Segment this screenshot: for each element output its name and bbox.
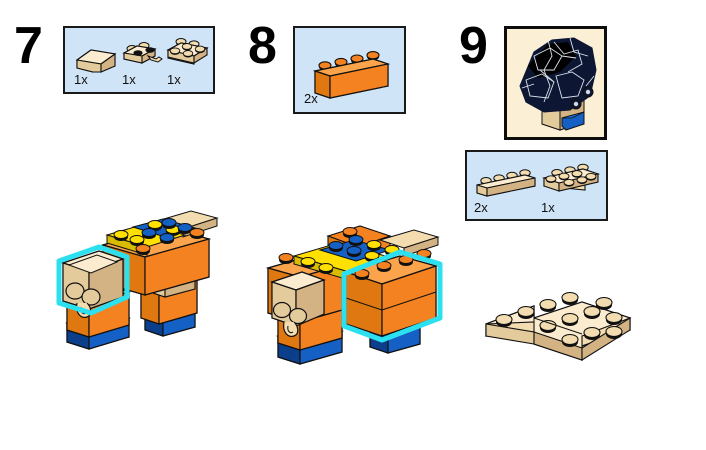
model-middle: [250, 190, 455, 390]
model-middle-tan-strip: [378, 229, 440, 257]
model-left-top-plates: [105, 210, 219, 256]
parts-callout-step-7: 1x 1x 1x: [63, 26, 215, 94]
model-middle-body-lower: [275, 297, 345, 351]
model-middle-torso: [265, 255, 345, 323]
model-middle-top-plates: [292, 239, 402, 283]
model-left-head: [61, 250, 125, 318]
model-preview-art: [504, 26, 607, 140]
model-middle-legs: [275, 316, 423, 365]
part-quantity-label: 1x: [167, 72, 181, 87]
step-number-9: 9: [459, 17, 488, 75]
model-left-tan-saddle: [138, 264, 196, 298]
parts-callout-step-8: 2x: [293, 26, 406, 114]
plate-1x2-with-clip-tan-icon: [122, 42, 163, 64]
model-left-torso: [100, 226, 212, 296]
model-right: [478, 272, 653, 382]
model-middle-head: [270, 271, 326, 337]
model-left: [45, 185, 235, 370]
model-middle-back-brick: [326, 225, 392, 261]
model-left-studs: [113, 218, 205, 255]
model-middle-studs: [278, 227, 432, 280]
model-middle-highlight-bricks: [344, 255, 439, 337]
brick-1x4-orange-icon: [312, 51, 391, 99]
step-number-7: 7: [14, 17, 43, 75]
part-quantity-label: 2x: [474, 200, 488, 215]
model-preview-box-step-9: [504, 26, 607, 140]
model-left-legs: [64, 301, 198, 350]
slope-brick-tan-icon: [75, 49, 117, 73]
part-quantity-label: 1x: [74, 72, 88, 87]
step-number-8: 8: [248, 17, 277, 75]
dark-navy-lion-model-icon: [519, 37, 597, 131]
plate-2x3-tan-icon: [541, 163, 601, 192]
plate-1x4-tan-icon: [476, 169, 536, 197]
model-left-body-lower: [64, 273, 200, 338]
highlight-outline-middle: [341, 249, 443, 343]
plate-2x2-tan-icon: [166, 38, 209, 65]
part-quantity-label: 1x: [122, 72, 136, 87]
parts-callout-step-9: 2x 1x: [465, 150, 608, 221]
highlight-outline-left: [56, 244, 130, 316]
tan-plate-assembly-icon: [485, 291, 632, 361]
part-quantity-label: 2x: [304, 91, 318, 106]
part-quantity-label: 1x: [541, 200, 555, 215]
